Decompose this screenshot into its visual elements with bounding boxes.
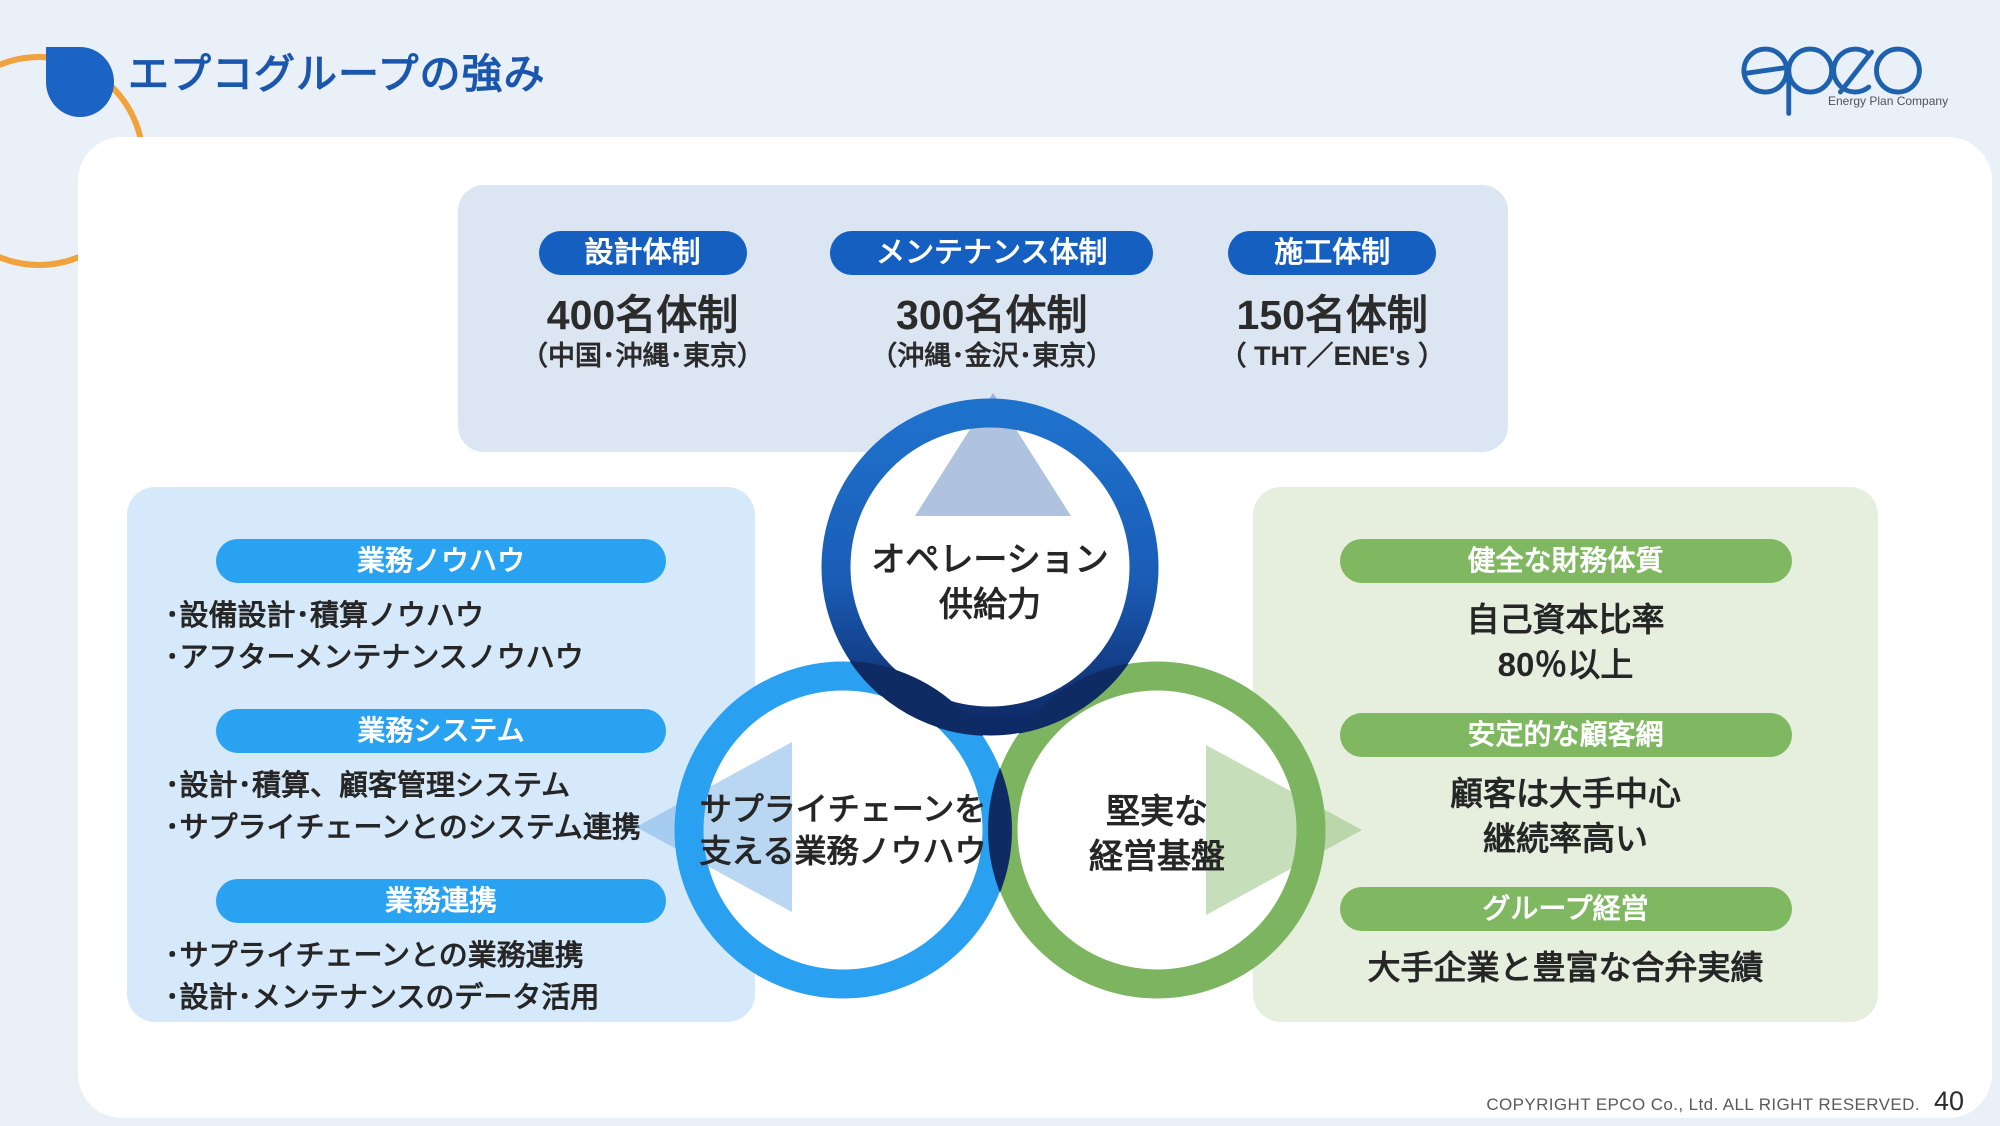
text-line: 80％以上 [1497,646,1634,683]
venn-label-supplychain: サプライチェーンを 支える業務ノウハウ [653,788,1033,872]
maintenance-column: メンテナンス体制 300名体制 （沖縄･金沢･東京） [830,231,1154,373]
venn-label-line: サプライチェーンを [699,791,987,827]
financial-pill: 健全な財務体質 [1339,539,1792,583]
maintenance-pill: メンテナンス体制 [830,231,1154,275]
logo-tagline: Energy Plan Company [1828,94,1949,108]
drop-icon [46,47,114,117]
venn-label-line: 経営基盤 [1089,838,1225,876]
group-management-lines: 大手企業と豊富な合弁実績 [1253,945,1878,990]
epco-logo: Energy Plan Company [1740,42,1948,142]
venn-label-operation: オペレーション 供給力 [840,538,1140,628]
gyomu-renkei-pill: 業務連携 [216,879,666,923]
venn-label-line: 支える業務ノウハウ [699,833,987,869]
venn-label-foundation: 堅実な 経営基盤 [1007,790,1307,880]
gyomu-system-bullets: ･設計･積算、顧客管理システム ･サプライチェーンとのシステム連携 [127,765,755,849]
gyomu-knowhow-bullets: ･設備設計･積算ノウハウ ･アフターメンテナンスノウハウ [127,595,755,679]
construction-locations: （ THT／ENE's ） [1219,341,1445,371]
customer-lines: 顧客は大手中心 継続率高い [1253,771,1878,861]
design-column: 設計体制 400名体制 （中国･沖縄･東京） [521,231,764,373]
bullet-item: ･設計･メンテナンスのデータ活用 [165,982,600,1014]
copyright-text: COPYRIGHT EPCO Co., Ltd. ALL RIGHT RESER… [1486,1095,1920,1114]
maintenance-locations: （沖縄･金沢･東京） [870,341,1114,371]
customer-pill: 安定的な顧客網 [1339,713,1792,757]
management-panel: 健全な財務体質 自己資本比率 80％以上 安定的な顧客網 顧客は大手中心 継続率… [1253,487,1878,1022]
bullet-item: ･サプライチェーンとのシステム連携 [165,812,641,844]
page-title: エプコグループの強み [128,51,546,97]
bullet-item: ･サプライチェーンとの業務連携 [165,940,584,972]
footer: COPYRIGHT EPCO Co., Ltd. ALL RIGHT RESER… [1486,1086,1964,1117]
text-line: 自己資本比率 [1466,601,1665,638]
venn-label-line: オペレーション [871,541,1109,579]
venn-label-line: 堅実な [1106,793,1208,831]
design-headcount: 400名体制 [546,292,739,338]
construction-pill: 施工体制 [1228,231,1437,275]
financial-lines: 自己資本比率 80％以上 [1253,597,1878,687]
construction-headcount: 150名体制 [1236,292,1428,338]
page-number: 40 [1933,1086,1964,1116]
text-line: 継続率高い [1483,820,1648,857]
epco-logo-icon [1741,46,1922,116]
design-pill: 設計体制 [538,231,747,275]
construction-column: 施工体制 150名体制 （ THT／ENE's ） [1220,231,1445,373]
supply-capacity-panel: 設計体制 400名体制 （中国･沖縄･東京） メンテナンス体制 300名体制 （… [458,185,1508,452]
design-locations: （中国･沖縄･東京） [521,341,765,371]
bullet-item: ･設計･積算、顧客管理システム [165,770,571,802]
knowhow-panel: 業務ノウハウ ･設備設計･積算ノウハウ ･アフターメンテナンスノウハウ 業務シス… [127,487,755,1022]
bullet-item: ･アフターメンテナンスノウハウ [165,642,584,674]
gyomu-system-pill: 業務システム [216,709,666,753]
maintenance-headcount: 300名体制 [896,292,1088,338]
venn-label-line: 供給力 [939,586,1041,624]
bullet-item: ･設備設計･積算ノウハウ [165,600,485,632]
group-management-pill: グループ経営 [1339,887,1792,931]
gyomu-renkei-bullets: ･サプライチェーンとの業務連携 ･設計･メンテナンスのデータ活用 [127,935,755,1019]
text-line: 大手企業と豊富な合弁実績 [1367,949,1764,986]
text-line: 顧客は大手中心 [1450,775,1681,812]
gyomu-knowhow-pill: 業務ノウハウ [216,539,666,583]
